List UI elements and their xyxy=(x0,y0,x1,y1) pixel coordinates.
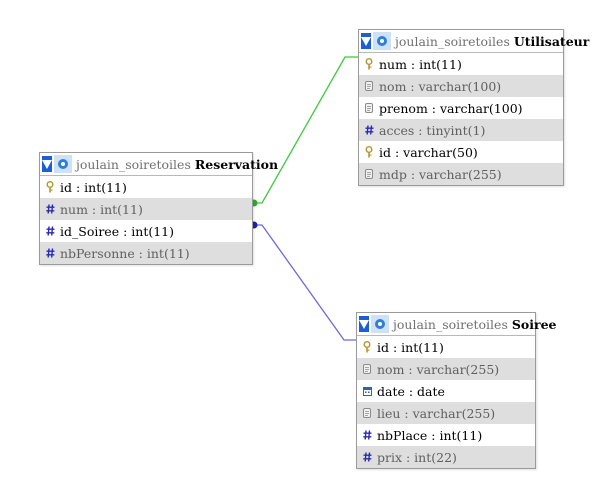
column-label: num : int(11) xyxy=(60,201,143,217)
table-header[interactable]: joulain_soiretoiles Soiree xyxy=(357,313,556,336)
column-row[interactable]: num : int(11) xyxy=(40,198,252,220)
text-icon xyxy=(362,363,372,375)
table-name: Utilisateur xyxy=(513,33,590,49)
number-icon xyxy=(45,225,55,237)
table-reservation[interactable]: joulain_soiretoiles Reservation id : int… xyxy=(39,152,278,265)
number-icon xyxy=(362,451,372,463)
column-label: id : int(11) xyxy=(60,179,127,195)
column-label: id_Soiree : int(11) xyxy=(60,223,174,239)
text-icon xyxy=(364,80,374,92)
column-row[interactable]: id : int(11) xyxy=(357,336,535,358)
table-name: Soiree xyxy=(511,316,557,332)
table-utilisateur[interactable]: joulain_soiretoiles Utilisateur num : in… xyxy=(358,29,589,186)
database-name: joulain_soiretoiles xyxy=(393,316,508,332)
column-label: prix : int(22) xyxy=(377,449,457,465)
collapse-toggle-icon[interactable] xyxy=(361,33,371,49)
database-name: joulain_soiretoiles xyxy=(395,33,510,49)
column-label: id : int(11) xyxy=(377,339,444,355)
column-label: id : varchar(50) xyxy=(379,144,478,160)
table-header[interactable]: joulain_soiretoiles Utilisateur xyxy=(359,30,589,53)
number-icon xyxy=(45,203,55,215)
column-row[interactable]: nom : varchar(100) xyxy=(359,75,563,97)
gear-icon[interactable] xyxy=(373,32,391,50)
column-row[interactable]: id_Soiree : int(11) xyxy=(40,220,252,242)
key-icon xyxy=(45,181,55,193)
column-row[interactable]: acces : tinyint(1) xyxy=(359,119,563,141)
column-label: num : int(11) xyxy=(379,56,462,72)
key-icon xyxy=(364,58,374,70)
column-label: nbPersonne : int(11) xyxy=(60,245,190,261)
column-row[interactable]: lieu : varchar(255) xyxy=(357,402,535,424)
column-list: id : int(11) nom : varchar(255) date : dat… xyxy=(357,336,535,468)
gear-icon[interactable] xyxy=(54,155,72,173)
collapse-toggle-icon[interactable] xyxy=(359,316,369,332)
column-list: id : int(11) num : int(11) id_Soiree : int… xyxy=(40,176,252,264)
column-row[interactable]: id : int(11) xyxy=(40,176,252,198)
relation-reservation-utilisateur xyxy=(252,56,358,204)
key-icon xyxy=(362,341,372,353)
column-row[interactable]: num : int(11) xyxy=(359,53,563,75)
column-row[interactable]: id : varchar(50) xyxy=(359,141,563,163)
column-row[interactable]: nbPersonne : int(11) xyxy=(40,242,252,264)
column-label: nbPlace : int(11) xyxy=(377,427,483,443)
column-label: prenom : varchar(100) xyxy=(379,100,523,116)
text-icon xyxy=(362,407,372,419)
column-label: nom : varchar(255) xyxy=(377,361,500,377)
date-icon xyxy=(362,385,372,397)
column-row[interactable]: nbPlace : int(11) xyxy=(357,424,535,446)
column-label: date : date xyxy=(377,383,445,399)
number-icon xyxy=(364,124,374,136)
text-icon xyxy=(364,168,374,180)
text-icon xyxy=(364,102,374,114)
column-row[interactable]: mdp : varchar(255) xyxy=(359,163,563,185)
table-soiree[interactable]: joulain_soiretoiles Soiree id : int(11) n… xyxy=(356,312,556,469)
key-icon xyxy=(364,146,374,158)
column-label: acces : tinyint(1) xyxy=(379,122,486,138)
column-label: nom : varchar(100) xyxy=(379,78,502,94)
column-row[interactable]: date : date xyxy=(357,380,535,402)
number-icon xyxy=(45,247,55,259)
number-icon xyxy=(362,429,372,441)
table-name: Reservation xyxy=(194,156,279,172)
table-header[interactable]: joulain_soiretoiles Reservation xyxy=(40,153,278,176)
relation-reservation-soiree xyxy=(252,224,357,341)
column-row[interactable]: prenom : varchar(100) xyxy=(359,97,563,119)
collapse-toggle-icon[interactable] xyxy=(42,156,52,172)
column-row[interactable]: prix : int(22) xyxy=(357,446,535,468)
column-row[interactable]: nom : varchar(255) xyxy=(357,358,535,380)
column-label: lieu : varchar(255) xyxy=(377,405,496,421)
column-list: num : int(11) nom : varchar(100) prenom : … xyxy=(359,53,563,185)
gear-icon[interactable] xyxy=(371,315,389,333)
database-name: joulain_soiretoiles xyxy=(76,156,191,172)
column-label: mdp : varchar(255) xyxy=(379,166,502,182)
